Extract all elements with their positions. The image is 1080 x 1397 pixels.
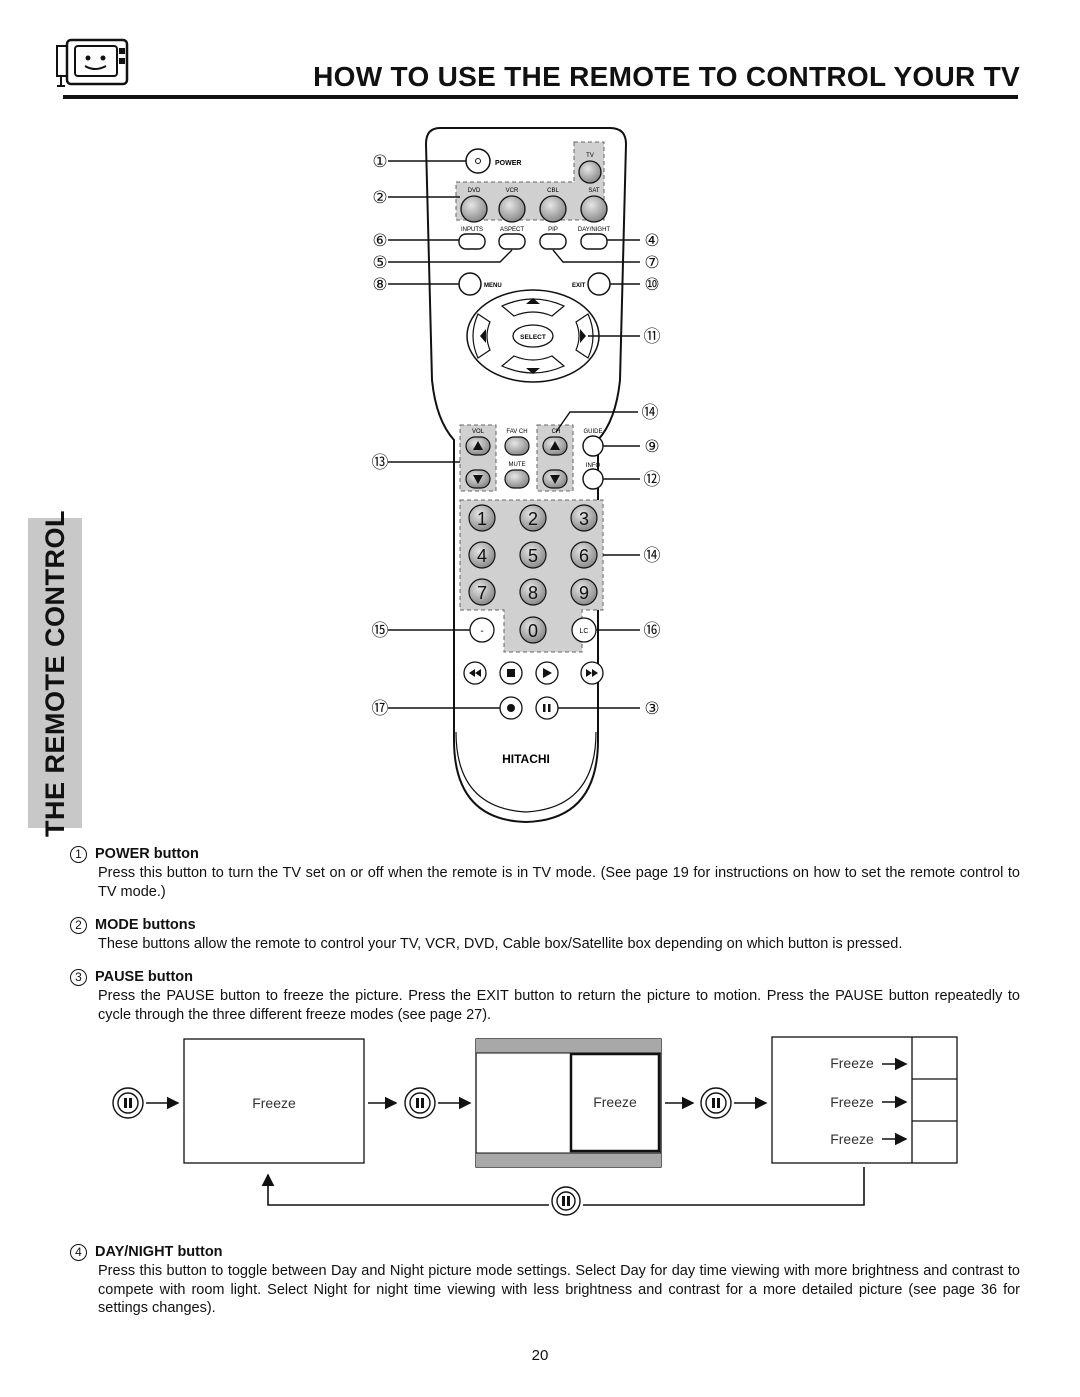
digit-0: 0 <box>528 621 538 641</box>
section-body: These buttons allow the remote to contro… <box>98 936 903 952</box>
side-tab <box>28 518 82 828</box>
dvd-label: DVD <box>468 188 481 194</box>
power-label: POWER <box>495 160 521 167</box>
freeze-label-full: Freeze <box>252 1095 296 1111</box>
section-number: 1 <box>70 845 87 863</box>
pause-icon <box>404 1087 436 1119</box>
digit-6: 6 <box>579 546 589 566</box>
pause-icon <box>700 1087 732 1119</box>
aspect-label: ASPECT <box>500 227 524 233</box>
section-body: Press this button to toggle between Day … <box>98 1263 1020 1316</box>
section-body: Press the PAUSE button to freeze the pic… <box>98 988 1020 1023</box>
callout-11: ⑪ <box>644 327 661 346</box>
callout-14-bottom: ⑭ <box>644 546 661 565</box>
side-tab-label-wrap: THE REMOTE CONTROL <box>28 510 82 837</box>
freeze-label-multi-3: Freeze <box>830 1131 874 1147</box>
lc-label: LC <box>580 628 589 635</box>
section-day-night-heading: 4 DAY/NIGHT button <box>70 1242 1020 1262</box>
menu-label: MENU <box>484 283 502 289</box>
freeze-label-split: Freeze <box>593 1094 637 1110</box>
vcr-label: VCR <box>506 188 519 194</box>
digit-1: 1 <box>477 509 487 529</box>
callout-1: ① <box>372 152 387 171</box>
callout-4: ④ <box>644 231 659 250</box>
freeze-label-multi-2: Freeze <box>830 1094 874 1110</box>
section-title: PAUSE button <box>95 969 193 985</box>
callout-13: ⑬ <box>372 453 389 472</box>
digit-5: 5 <box>528 546 538 566</box>
exit-label: EXIT <box>572 283 586 289</box>
guide-label: GUIDE <box>583 429 602 435</box>
section-mode-heading: 2 MODE buttons <box>70 915 1020 935</box>
callout-17: ⑰ <box>372 699 389 718</box>
title-rule <box>63 95 1018 99</box>
section-title: DAY/NIGHT button <box>95 1244 223 1260</box>
inputs-label: INPUTS <box>461 227 483 233</box>
callout-5: ⑤ <box>372 253 387 272</box>
callout-3: ③ <box>644 699 659 718</box>
info-label: INFO <box>586 463 601 469</box>
remote-illustration: POWER TV DVD VCR CBL SAT INPUTS ASPECT P… <box>372 127 661 824</box>
section-day-night: 4 DAY/NIGHT button Press this button to … <box>70 1242 1020 1318</box>
section-body: Press this button to turn the TV set on … <box>98 865 1020 900</box>
section-mode: 2 MODE buttons These buttons allow the r… <box>70 915 1020 954</box>
digit-9: 9 <box>579 583 589 603</box>
callout-8: ⑧ <box>372 275 387 294</box>
callout-12: ⑫ <box>644 470 661 489</box>
callout-7: ⑦ <box>644 253 659 272</box>
day-night-label: DAY/NIGHT <box>578 227 611 233</box>
digit-3: 3 <box>579 509 589 529</box>
select-label: SELECT <box>520 334 546 341</box>
section-number: 3 <box>70 968 87 986</box>
freeze-modes-diagram: Freeze Freeze Freeze Freeze Freeze <box>112 1036 958 1216</box>
cbl-label: CBL <box>547 188 559 194</box>
sat-label: SAT <box>588 188 600 194</box>
section-title: MODE buttons <box>95 917 196 933</box>
callout-16: ⑯ <box>644 621 661 640</box>
section-power-heading: 1 POWER button <box>70 844 1020 864</box>
freeze-label-multi-1: Freeze <box>830 1055 874 1071</box>
vol-label: VOL <box>472 429 485 435</box>
callout-9: ⑨ <box>644 437 659 456</box>
page-number: 20 <box>531 1347 549 1364</box>
section-power: 1 POWER button Press this button to turn… <box>70 844 1020 901</box>
brand-logo: HITACHI <box>502 752 550 766</box>
tv-label: TV <box>586 153 594 159</box>
pause-icon <box>551 1186 581 1216</box>
section-number: 4 <box>70 1243 87 1261</box>
digit-8: 8 <box>528 583 538 603</box>
side-tab-label: THE REMOTE CONTROL <box>39 509 70 837</box>
fav-ch-label: FAV CH <box>506 429 527 435</box>
pause-icon <box>112 1087 144 1119</box>
callout-14-top: ⑭ <box>642 403 659 422</box>
section-pause: 3 PAUSE button Press the PAUSE button to… <box>70 967 1020 1024</box>
section-title: POWER button <box>95 846 199 862</box>
pip-label: PIP <box>548 227 558 233</box>
digit-7: 7 <box>477 583 487 603</box>
dash-label: - <box>480 626 483 637</box>
mute-label: MUTE <box>509 462 526 468</box>
callout-10: ⑩ <box>644 275 659 294</box>
tv-mascot-logo-icon <box>56 38 129 87</box>
digit-4: 4 <box>477 546 487 566</box>
digit-2: 2 <box>528 509 538 529</box>
callout-2: ② <box>372 188 387 207</box>
page-title: HOW TO USE THE REMOTE TO CONTROL YOUR TV <box>313 61 1020 92</box>
callout-15: ⑮ <box>372 621 389 640</box>
section-number: 2 <box>70 916 87 934</box>
section-pause-heading: 3 PAUSE button <box>70 967 1020 987</box>
callout-6: ⑥ <box>372 231 387 250</box>
